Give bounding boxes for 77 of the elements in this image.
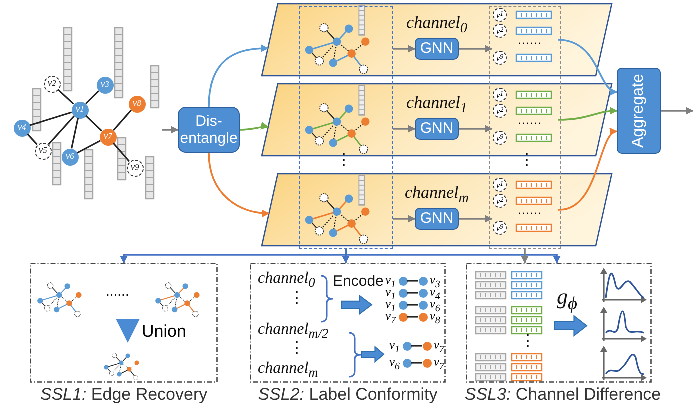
arrow — [393, 215, 416, 223]
arrow — [558, 39, 618, 94]
graph-edge — [408, 316, 418, 318]
panel-caption: SSL3: Channel Difference — [464, 384, 662, 406]
arrow-label: Encode — [333, 273, 384, 290]
arrow — [240, 122, 270, 131]
process-box: GNN — [415, 118, 459, 140]
arrow — [393, 45, 416, 53]
graph-edge — [412, 345, 422, 347]
arrow — [162, 126, 179, 134]
box-label: Aggregate — [630, 74, 648, 148]
graph-node — [402, 342, 412, 350]
graph-edge — [27, 134, 38, 146]
node-label: v$_{6}$ — [390, 356, 400, 374]
graph-node — [398, 288, 408, 298]
arrow — [116, 319, 140, 343]
arrow — [661, 107, 694, 115]
arrow — [208, 44, 269, 108]
process-box: GNN — [415, 38, 459, 60]
process-box — [617, 68, 661, 154]
math-label: channel$_{m/2}$ — [258, 321, 329, 342]
panel-caption: SSL1: Edge Recovery — [39, 384, 209, 406]
graph-node — [422, 342, 432, 350]
graph-edge — [86, 115, 102, 132]
arrow — [521, 249, 529, 264]
graph-node — [398, 300, 408, 310]
ellipsis: ⋮ — [289, 290, 305, 308]
graph-node — [398, 276, 408, 286]
graph-edge — [412, 362, 422, 364]
node-label: v$_{1}$ — [390, 339, 400, 356]
graph-edge — [112, 142, 130, 162]
arrow — [558, 130, 618, 211]
graph-node — [418, 300, 428, 310]
arrow — [459, 125, 493, 133]
graph-edge — [85, 90, 100, 105]
graph-edge — [408, 292, 418, 294]
graph-edge — [77, 140, 101, 154]
graph-edge — [113, 110, 132, 132]
graph-edge — [30, 112, 72, 126]
arrow — [459, 215, 493, 223]
channel-label: channel$_{0}$ — [406, 12, 468, 38]
process-box: GNN — [415, 208, 459, 230]
ellipsis: ...... — [518, 115, 542, 127]
graph-node — [402, 358, 412, 368]
channel-label: channel$_{m}$ — [404, 182, 470, 208]
channel-label: channel$_{1}$ — [406, 92, 468, 118]
ellipsis: ...... — [106, 283, 130, 300]
graph-edge — [408, 304, 418, 306]
panel-caption: SSL2: Label Conformity — [257, 384, 439, 406]
graph-node — [398, 312, 408, 322]
arrow — [459, 45, 493, 53]
graph-node — [418, 312, 428, 322]
graph-edge — [48, 116, 75, 146]
graph-node — [418, 288, 428, 298]
node-label: v$_{7}$ — [434, 356, 444, 374]
arrow — [393, 125, 416, 133]
math-label: channel$_{m}$ — [258, 360, 318, 380]
arrow — [208, 152, 270, 218]
graph-edge — [58, 89, 74, 105]
ellipsis: ⋮ — [336, 152, 352, 170]
ellipsis: ⋮ — [519, 152, 535, 170]
graph-edge — [70, 118, 80, 149]
arrow — [345, 249, 561, 264]
math-label: g$_{ϕ}$ — [557, 284, 578, 314]
node-label: v$_{6}$ — [430, 298, 440, 314]
graph-node — [418, 276, 428, 286]
graph-edge — [408, 280, 418, 282]
ellipsis: ...... — [518, 35, 542, 47]
graph-node — [422, 358, 432, 368]
math-label: channel$_{0}$ — [258, 270, 316, 290]
node-label: v$_{7}$ — [434, 339, 444, 356]
node-label: v$_{3}$ — [430, 274, 440, 290]
process-box: Dis-entangle — [178, 107, 240, 153]
ellipsis: ⋮ — [289, 340, 305, 358]
ellipsis: ...... — [518, 205, 542, 217]
ellipsis: ⋮ — [520, 333, 536, 352]
arrow — [558, 107, 618, 121]
